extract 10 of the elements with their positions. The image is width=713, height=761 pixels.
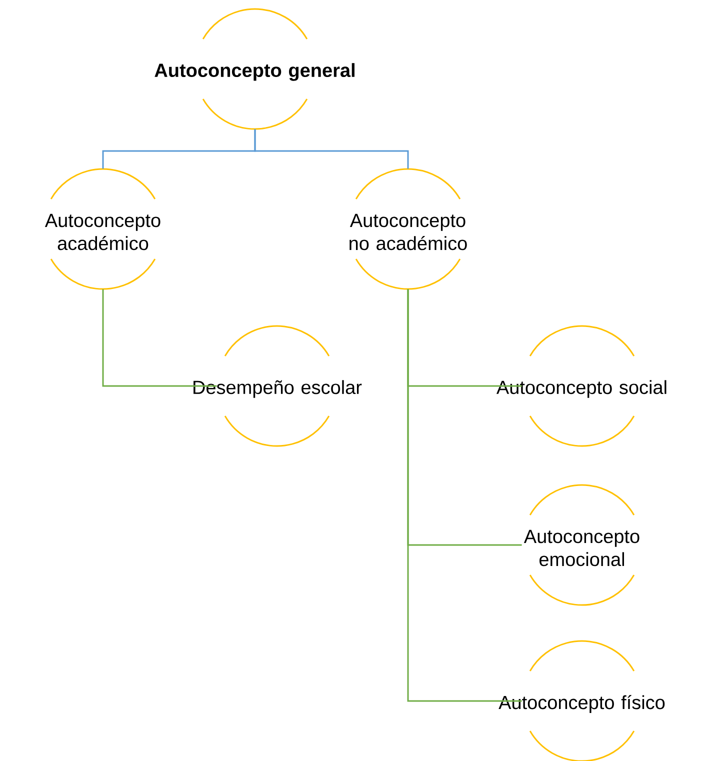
circle-node: Autoconcepto social (496, 325, 666, 447)
connector-line (102, 289, 217, 387)
connector-line (254, 129, 409, 169)
circle-node: Autoconcepto emocional (524, 484, 640, 606)
circle-node: Autoconcepto académico (44, 168, 160, 290)
circle-node: Autoconcepto físico (498, 640, 665, 761)
circle-node: Desempeño escolar (194, 325, 362, 447)
circle-node: Autoconcepto no académico (350, 168, 467, 290)
connector-line (407, 289, 522, 702)
circle-node: Autoconcepto general (154, 8, 354, 130)
